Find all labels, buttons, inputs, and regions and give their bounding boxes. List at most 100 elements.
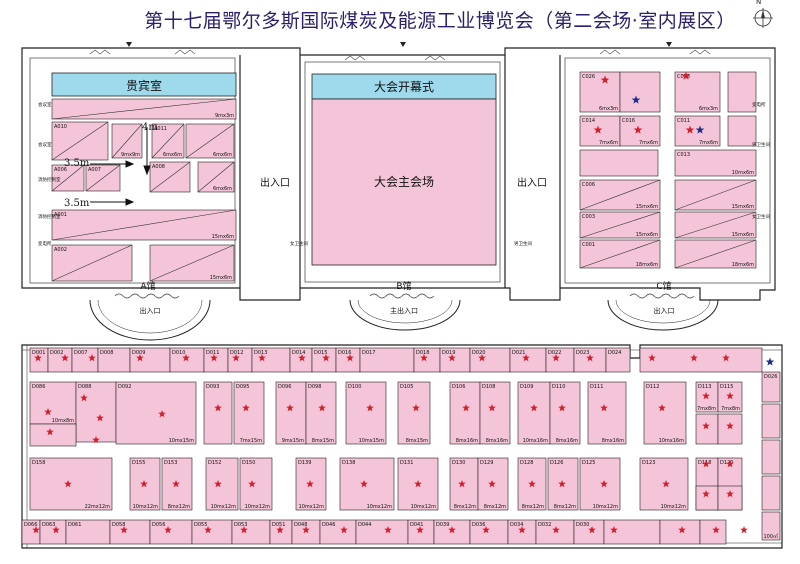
booth[interactable] — [695, 485, 719, 511]
booth[interactable] — [761, 403, 781, 439]
booth[interactable] — [639, 347, 763, 373]
booth[interactable]: D036 — [469, 519, 509, 545]
booth[interactable]: D044 — [355, 519, 409, 545]
booth[interactable]: D009 — [129, 347, 171, 373]
booth[interactable]: 6mx6m — [197, 161, 235, 193]
booth-size: 10mx12m — [211, 504, 237, 510]
booth[interactable]: 100㎡ — [761, 511, 781, 541]
booth[interactable]: D055 — [191, 519, 233, 545]
booth[interactable]: D019 — [439, 347, 471, 373]
booth[interactable]: A007 — [85, 164, 121, 192]
booth-id: D138 — [342, 460, 355, 466]
booth[interactable]: D002 — [47, 347, 73, 373]
booth[interactable]: D013 — [251, 347, 291, 373]
booth[interactable]: D058 — [109, 519, 151, 545]
booth[interactable] — [695, 413, 719, 445]
booth[interactable]: D008 — [97, 347, 131, 373]
booth[interactable]: D048 — [291, 519, 321, 545]
booth[interactable]: D020 — [469, 347, 511, 373]
booth[interactable]: 18mx6m — [674, 239, 757, 269]
booth[interactable]: D017 — [359, 347, 415, 373]
booth[interactable]: D024 — [605, 347, 631, 373]
booth[interactable]: 15mx6m — [149, 244, 235, 282]
booth[interactable]: D093 — [203, 381, 233, 445]
booth[interactable]: 9mx3m — [51, 98, 237, 120]
booth[interactable]: D063 — [39, 519, 67, 545]
booth[interactable] — [717, 485, 743, 511]
booth[interactable]: 15mx6m — [674, 179, 757, 211]
booth[interactable]: D056 — [149, 519, 193, 545]
booth[interactable] — [717, 413, 743, 445]
booth[interactable]: D030 — [573, 519, 605, 545]
booth-size: 6mx6m — [213, 186, 232, 192]
booth[interactable] — [727, 71, 757, 113]
booth[interactable]: D007 — [71, 347, 99, 373]
booth[interactable] — [619, 71, 661, 113]
booth[interactable]: D088 — [75, 381, 117, 443]
booth[interactable]: D026 — [761, 371, 781, 403]
booth[interactable]: D053 — [231, 519, 271, 545]
booth[interactable]: D039 — [433, 519, 471, 545]
booth[interactable]: A006 — [51, 164, 85, 192]
booth[interactable]: D046 — [319, 519, 357, 545]
booth[interactable] — [761, 475, 781, 511]
booth[interactable]: A002 — [51, 244, 133, 282]
booth[interactable]: A010 — [51, 121, 109, 161]
reserved-star-icon — [702, 422, 710, 430]
booth-size: 9mx15m — [282, 438, 304, 444]
booth[interactable] — [727, 115, 757, 147]
booth[interactable]: D012 — [227, 347, 253, 373]
booth[interactable]: 9mx9m — [111, 123, 143, 159]
booth[interactable] — [761, 439, 781, 475]
booth[interactable]: D061 — [65, 519, 111, 545]
booth[interactable]: D023 — [573, 347, 607, 373]
booth-size: 7mx8m — [697, 406, 716, 412]
booth[interactable] — [579, 149, 659, 177]
booth[interactable]: D034 — [507, 519, 537, 545]
booth[interactable]: D022 — [545, 347, 575, 373]
booth[interactable]: 15mx6m — [674, 211, 757, 239]
booth[interactable] — [29, 423, 77, 447]
booth[interactable] — [699, 519, 727, 545]
booth[interactable]: D018 — [413, 347, 441, 373]
booth[interactable]: A008 — [149, 161, 191, 193]
booth-id: D066 — [24, 522, 37, 528]
reserved-star-icon — [726, 422, 734, 430]
booth[interactable]: 6mx6m — [185, 123, 235, 159]
booth-id: D113 — [698, 384, 711, 390]
booth[interactable]: D032 — [535, 519, 575, 545]
